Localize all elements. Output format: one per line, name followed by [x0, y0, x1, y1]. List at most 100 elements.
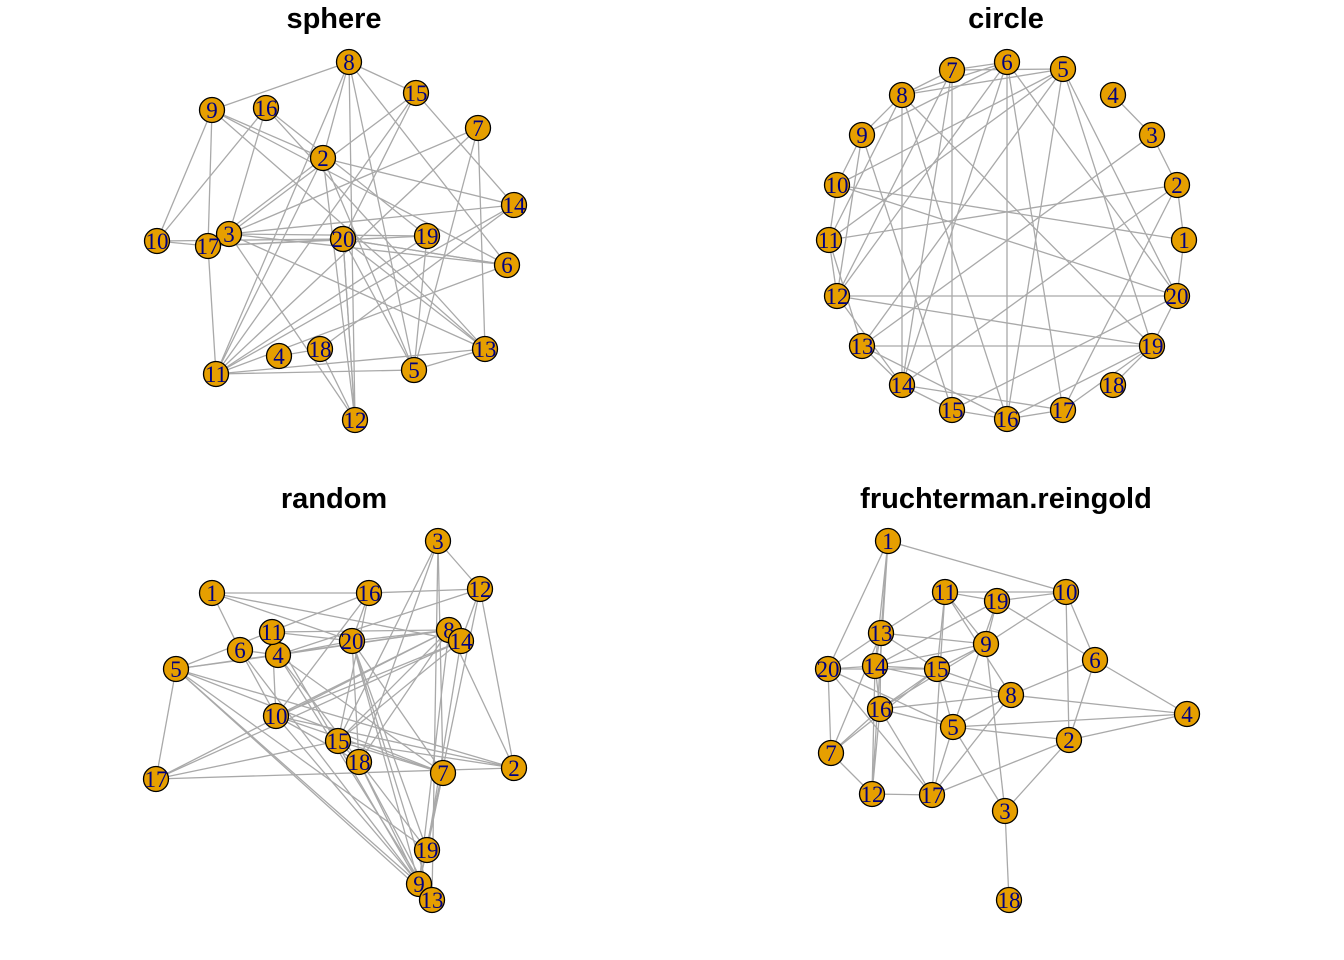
edge-9-13: [880, 632, 987, 645]
edge-20-13: [342, 238, 486, 350]
edge-14-2: [901, 184, 1178, 386]
node-label: 7: [437, 761, 449, 786]
edge-15-20: [951, 295, 1178, 411]
node-label: 2: [317, 146, 329, 171]
node-marker: [429, 759, 457, 787]
edge-19-5: [413, 235, 428, 371]
node-label: 11: [261, 620, 283, 645]
node-label: 15: [926, 657, 949, 682]
edge-11-20: [271, 631, 353, 642]
edge-19-14: [874, 600, 998, 667]
edge-19-11: [215, 235, 428, 375]
node-marker: [993, 48, 1021, 76]
node-marker: [202, 360, 230, 388]
edge-16-17: [879, 708, 933, 796]
node-16: 16: [866, 695, 894, 723]
node-1: 1: [1170, 226, 1198, 254]
edge-1-20: [211, 592, 353, 642]
node-10: 10: [823, 171, 851, 199]
node-label: 8: [443, 618, 455, 643]
node-15: 15: [938, 396, 966, 424]
node-9: 9: [972, 630, 1000, 658]
edge-5-11: [828, 68, 1064, 241]
node-label: 5: [170, 657, 182, 682]
node-label: 4: [1107, 83, 1119, 108]
node-marker: [997, 681, 1025, 709]
node-6: 6: [993, 48, 1021, 76]
edge-17-19: [207, 235, 428, 247]
edge-20-5: [827, 668, 954, 728]
node-4: 4: [1099, 81, 1127, 109]
node-5: 5: [939, 713, 967, 741]
edge-5-13: [861, 68, 1064, 347]
edge-14-10: [275, 640, 462, 717]
node-13: 13: [848, 332, 876, 360]
node-15: 15: [324, 727, 352, 755]
node-marker: [1138, 332, 1166, 360]
node-marker: [861, 652, 889, 680]
node-label: 17: [1052, 398, 1075, 423]
node-marker: [329, 225, 357, 253]
edge-3-19: [228, 233, 428, 237]
node-17: 17: [1049, 396, 1077, 424]
node-label: 1: [206, 581, 218, 606]
edge-1-10: [887, 540, 1067, 593]
node-4: 4: [264, 641, 292, 669]
node-label: 7: [472, 116, 484, 141]
node-marker: [447, 627, 475, 655]
edge-3-12: [228, 233, 356, 421]
edge-13-3: [861, 134, 1153, 347]
node-marker: [939, 713, 967, 741]
node-marker: [262, 702, 290, 730]
node-marker: [923, 655, 951, 683]
edge-6-1: [342, 238, 508, 266]
node-marker: [938, 56, 966, 84]
edge-6-11: [215, 264, 508, 375]
node-label: 10: [265, 704, 288, 729]
node-label: 16: [869, 697, 892, 722]
node-2: 2: [1163, 171, 1191, 199]
node-label: 6: [1089, 648, 1101, 673]
node-label: 16: [358, 581, 381, 606]
node-20: 20: [329, 225, 357, 253]
node-marker: [413, 836, 441, 864]
node-label: 13: [421, 888, 444, 913]
node-4: 4: [265, 342, 293, 370]
node-label: 2: [1171, 173, 1183, 198]
node-marker: [888, 81, 916, 109]
node-label: 11: [818, 228, 840, 253]
node-label: 10: [146, 229, 169, 254]
node-4: 4: [1173, 700, 1201, 728]
node-13: 13: [418, 886, 446, 914]
node-marker: [815, 226, 843, 254]
node-label: 2: [1063, 728, 1075, 753]
node-12: 12: [858, 780, 886, 808]
node-label: 4: [272, 643, 284, 668]
edge-20-7: [351, 640, 444, 774]
node-label: 9: [856, 123, 868, 148]
node-marker: [143, 227, 171, 255]
panel-fruchterman-reingold: fruchterman.reingold 1234567891011121314…: [814, 483, 1201, 914]
edge-10-1: [836, 184, 1185, 241]
node-label: 20: [341, 629, 364, 654]
edge-20-7: [827, 668, 832, 754]
node-label: 18: [309, 337, 332, 362]
node-6: 6: [226, 636, 254, 664]
node-18: 18: [995, 886, 1023, 914]
node-label: 15: [327, 729, 350, 754]
node-15: 15: [923, 655, 951, 683]
node-label: 19: [1141, 334, 1164, 359]
node-16: 16: [993, 405, 1021, 433]
node-label: 13: [851, 334, 874, 359]
edge-1-5: [342, 238, 415, 371]
node-marker: [874, 527, 902, 555]
node-5: 5: [162, 655, 190, 683]
edge-12-16: [368, 588, 481, 594]
edge-15-17: [155, 740, 339, 780]
edge-8-2: [322, 61, 350, 159]
node-label: 6: [501, 253, 513, 278]
edge-10-18: [275, 715, 360, 763]
